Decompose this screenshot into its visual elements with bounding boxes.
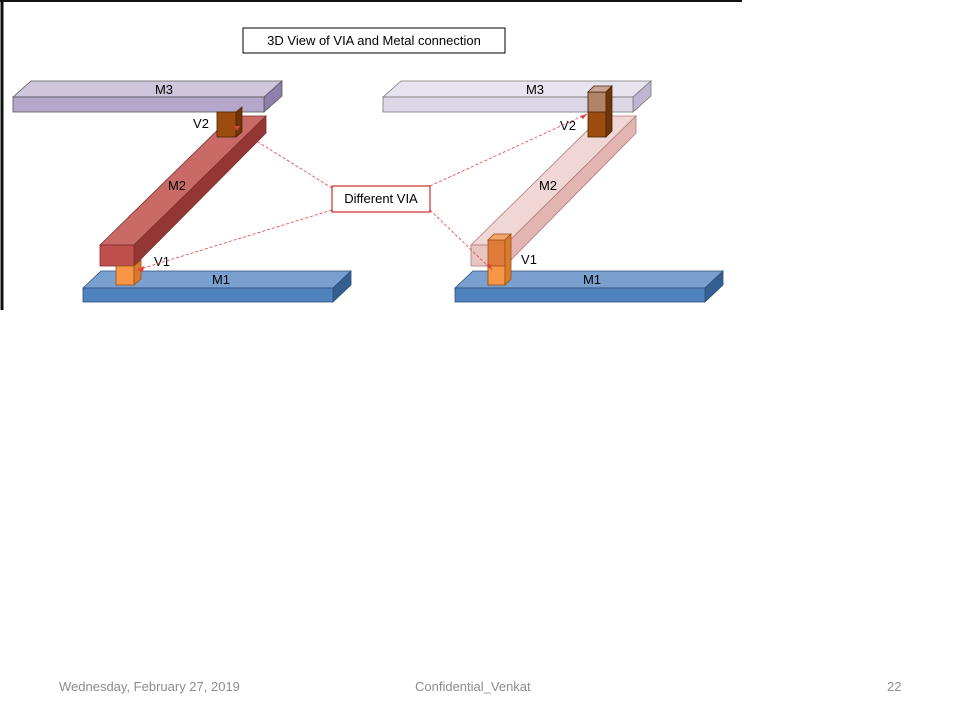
right-m3-label: M3 bbox=[526, 82, 544, 97]
connector-right-v2 bbox=[429, 113, 588, 187]
callout-arrowheads bbox=[137, 114, 587, 272]
arrowhead-left-v1 bbox=[137, 266, 144, 272]
right-m1-label: M1 bbox=[583, 272, 601, 287]
connector-right-v1 bbox=[429, 209, 493, 271]
callout-text: Different VIA bbox=[344, 191, 418, 206]
right-m1-bar bbox=[453, 270, 725, 303]
arrowhead-right-v2 bbox=[580, 114, 587, 119]
right-v2-label: V2 bbox=[560, 118, 576, 133]
right-m2-label: M2 bbox=[539, 178, 557, 193]
left-v1-label: V1 bbox=[154, 254, 170, 269]
right-v1-label: V1 bbox=[521, 252, 537, 267]
footer-date: Wednesday, February 27, 2019 bbox=[59, 679, 240, 694]
left-m1-bar bbox=[81, 270, 353, 303]
left-v2-label: V2 bbox=[193, 116, 209, 131]
right-v2-via bbox=[587, 85, 613, 138]
arrowhead-left-v2 bbox=[234, 126, 240, 131]
footer-confidential: Confidential_Venkat bbox=[415, 679, 531, 694]
callout-box: Different VIA bbox=[331, 185, 431, 213]
footer-page-number: 22 bbox=[887, 679, 902, 694]
left-m1-label: M1 bbox=[212, 272, 230, 287]
arrowhead-right-v1 bbox=[486, 264, 492, 270]
right-v1-via bbox=[487, 233, 512, 286]
left-m2-bar bbox=[99, 115, 267, 267]
title-box: 3D View of VIA and Metal connection bbox=[242, 27, 506, 54]
right-structure: M3 M2 V2 M1 V1 bbox=[381, 80, 725, 303]
connector-left-v1 bbox=[136, 209, 333, 271]
callout-connectors bbox=[136, 113, 588, 271]
left-m2-label: M2 bbox=[168, 178, 186, 193]
left-m3-label: M3 bbox=[155, 82, 173, 97]
right-m3-bar bbox=[381, 80, 653, 113]
diagram-title: 3D View of VIA and Metal connection bbox=[267, 33, 481, 48]
left-v1-via bbox=[115, 259, 142, 286]
left-m3-bar bbox=[11, 80, 284, 113]
left-structure: M3 M2 V2 M1 V1 bbox=[11, 80, 353, 303]
connector-left-v2 bbox=[257, 141, 333, 189]
